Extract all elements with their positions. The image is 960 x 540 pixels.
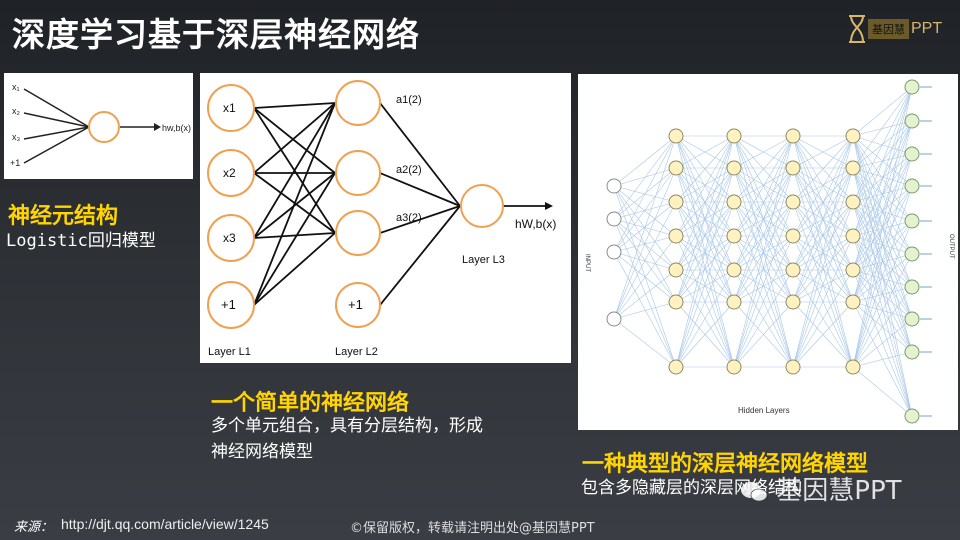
deep-hidden-node [726,128,742,144]
simple-net-caption-title: 一个简单的神经网络 [211,391,410,416]
watermark-text: 基因慧PPT [776,476,902,506]
deep-hidden-node [726,262,742,278]
simple-network-diagram: x1 x2 x3 +1 +1 a1(2) a2(2) a3(2) hW,b(x)… [200,73,571,363]
deep-input-label: INPUT [584,254,590,272]
input-node-x2: x2 [223,166,236,180]
deep-hidden-node [785,294,801,310]
deep-hidden-label: Hidden Layers [738,406,790,415]
hidden-node-bias: +1 [348,297,363,312]
layer-label-3: Layer L3 [462,254,505,266]
input-node-bias: +1 [221,297,236,312]
deep-hidden-node [668,160,684,176]
deep-hidden-node [785,359,801,375]
activation-a1: a1(2) [396,94,422,106]
network-output: hW,b(x) [515,217,556,231]
neuron-output: hw,b(x) [162,123,191,133]
deep-output-node [904,146,920,162]
deep-hidden-node [668,359,684,375]
deep-hidden-node [785,160,801,176]
deep-input-node [606,244,622,260]
activation-a3: a3(2) [396,212,422,224]
deep-hidden-node [668,128,684,144]
deep-output-label: OUTPUT [948,234,954,259]
layer-label-1: Layer L1 [208,346,251,358]
deep-output-node [904,79,920,95]
deep-hidden-node [845,228,861,244]
deep-output-node [904,113,920,129]
neuron-caption-sub: Logistic回归模型 [6,231,156,251]
neuron-caption-title: 神经元结构 [8,204,119,229]
deep-input-node [606,311,622,327]
deep-hidden-node [845,294,861,310]
logo-ppt: PPT [911,20,943,37]
watermark: 基因慧PPT [740,470,902,507]
deep-output-node [904,408,920,424]
deep-hidden-node [726,228,742,244]
deep-network-diagram: INPUT OUTPUT Hidden Layers [578,74,958,430]
source-label: 来源： [14,520,54,535]
deep-hidden-node [845,262,861,278]
page-title: 深度学习基于深层神经网络 [12,15,420,54]
deep-input-node [606,211,622,227]
neuron-input-3: x₃ [12,132,21,142]
brand-logo: 基因慧 PPT [846,14,942,44]
deep-hidden-node [845,160,861,176]
deep-hidden-node [726,194,742,210]
deep-hidden-node [845,194,861,210]
layer-label-2: Layer L2 [335,346,378,358]
wechat-icon [741,481,768,501]
deep-output-node [904,279,920,295]
deep-hidden-node [726,294,742,310]
deep-hidden-node [845,128,861,144]
deep-net-caption-title: 一种典型的深层神经网络模型 [582,452,869,477]
neuron-input-bias: +1 [10,158,20,168]
copyright-text: ©保留版权，转载请注明出处@基因慧PPT [350,521,595,536]
deep-hidden-node [668,228,684,244]
hourglass-icon [849,15,865,43]
input-node-x1: x1 [223,101,236,115]
deep-output-node [904,213,920,229]
deep-hidden-node [726,359,742,375]
deep-output-node [904,311,920,327]
deep-hidden-node [785,262,801,278]
deep-hidden-node [668,294,684,310]
simple-net-caption-line2: 神经网络模型 [211,442,313,462]
deep-input-node [606,178,622,194]
neuron-input-2: x₂ [12,106,21,116]
deep-hidden-node [785,194,801,210]
deep-output-node [904,178,920,194]
deep-output-node [904,246,920,262]
activation-a2: a2(2) [396,164,422,176]
logo-text: 基因慧 [868,19,909,39]
deep-output-node [904,344,920,360]
deep-hidden-node [668,194,684,210]
deep-hidden-node [785,228,801,244]
source-url[interactable]: http://djt.qq.com/article/view/1245 [61,516,269,532]
deep-hidden-node [845,359,861,375]
neuron-input-1: x₁ [12,82,20,92]
neuron-diagram: x₁ x₂ x₃ +1 hw,b(x) [4,73,193,179]
deep-hidden-node [726,160,742,176]
input-node-x3: x3 [223,231,236,245]
deep-hidden-node [785,128,801,144]
simple-net-caption-line1: 多个单元组合，具有分层结构，形成 [211,416,483,436]
deep-hidden-node [668,262,684,278]
